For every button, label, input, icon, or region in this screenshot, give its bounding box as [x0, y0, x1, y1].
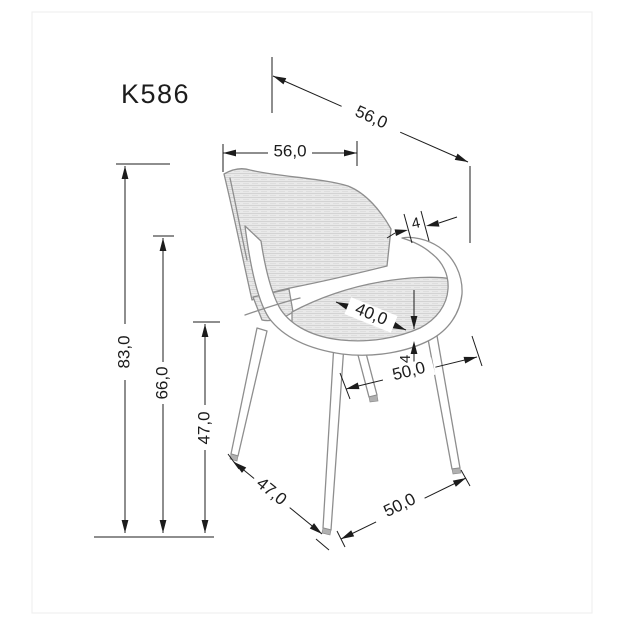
arrowhead [425, 219, 440, 230]
label-backing [344, 297, 398, 333]
chair-leg-back-far-foot [368, 394, 379, 403]
model-label: K586 [121, 79, 190, 109]
dim-seat-height-label: 47,0 [194, 411, 213, 444]
extension-line [315, 538, 330, 551]
dim-seat-thickness-label: 4 [397, 355, 414, 363]
arrowhead [271, 72, 287, 85]
dimension-total-height: 83,0 [94, 163, 214, 538]
image-border-frame [31, 11, 593, 614]
dimension-front-stance: 47,0 [227, 453, 330, 551]
arrowhead [394, 226, 409, 237]
extension-line [339, 372, 351, 400]
leader-line [438, 216, 458, 224]
dim-total-height-label: 83,0 [114, 335, 133, 368]
arrowhead [223, 149, 236, 157]
chair-leg-rear-left [322, 342, 345, 531]
leader-line [386, 232, 396, 239]
arrowhead [159, 520, 167, 533]
dim-armrest-height-label: 66,0 [152, 366, 171, 399]
dim-seat-width-labelgroup: 50,0 [382, 357, 436, 387]
dimension-seat-height: 47,0 [193, 321, 220, 533]
arrowhead [454, 153, 470, 166]
dimension-backrest-thickness: 4 [386, 210, 458, 244]
chair-shell-seam [244, 297, 301, 316]
chair-leg-right [425, 327, 461, 470]
dim-front-stance-label: 47,0 [253, 473, 291, 509]
arrowhead [463, 353, 478, 364]
extension-line [471, 335, 483, 367]
dim-backrest-thickness-label: 4 [410, 214, 422, 232]
dim-side-stance-label: 50,0 [381, 489, 419, 521]
chair-armrest-shell [244, 225, 463, 356]
dim-seat-width-label: 50,0 [390, 358, 427, 384]
chair-backrest-edge-seam [229, 177, 248, 261]
arrowhead [344, 149, 357, 157]
dimension-backrest-width: 56,0 [222, 141, 358, 172]
chair-leg-rear-left-foot [321, 527, 332, 536]
chair-leg-right-foot [451, 467, 462, 475]
arrowhead [159, 238, 167, 251]
arrowhead [121, 166, 129, 179]
arrowhead [201, 324, 209, 337]
arrowhead [121, 520, 129, 533]
extension-line [403, 213, 413, 244]
chair-leg-front-left [230, 327, 268, 457]
dimension-armrest-height: 66,0 [152, 235, 174, 533]
arrowhead [201, 520, 209, 533]
dim-backrest-width-label: 56,0 [273, 141, 306, 160]
dim-depth-diagonal-label: 56,0 [352, 102, 390, 133]
extension-line [227, 453, 240, 470]
dimension-side-stance: 50,0 [336, 469, 471, 548]
label-backing [382, 357, 436, 387]
extension-line [420, 210, 430, 242]
